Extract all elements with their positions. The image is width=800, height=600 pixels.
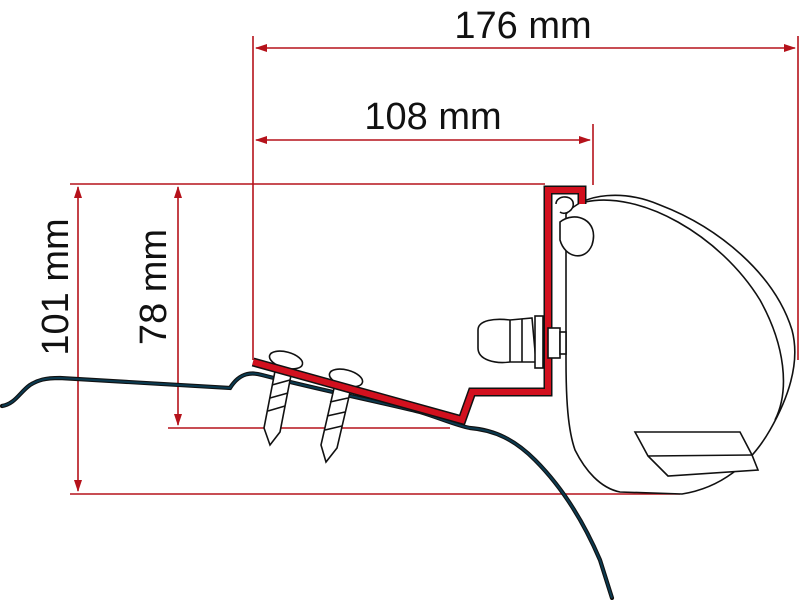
awning-drop-line: [647, 454, 753, 457]
screw-left-thread-3: [267, 405, 286, 412]
bolt-washer: [534, 315, 544, 369]
roof-profile-inner: [1, 372, 613, 599]
dimension-108-label: 108 mm: [364, 96, 501, 138]
adapter-bracket: [251, 185, 587, 426]
roof-profile-outer: [0, 371, 615, 600]
bolt-nut: [547, 327, 561, 359]
screw-right-shank: [320, 383, 352, 464]
dimension-101-label: 101 mm: [35, 218, 77, 355]
screw-right-thread-3: [324, 425, 343, 431]
screw-left-thread-1: [271, 379, 291, 386]
awning-hook-slot: [555, 196, 575, 215]
awning-inner-curve: [584, 199, 785, 421]
awning-housing: [555, 194, 796, 495]
dimension-78-label: 78 mm: [133, 229, 175, 345]
bolt-head: [477, 317, 537, 364]
bolt-nut-face: [559, 331, 567, 355]
screw-right-thread-2: [326, 411, 346, 417]
screw-right-thread-1: [329, 397, 349, 403]
bolt-assembly: [477, 315, 567, 369]
screw-left-thread-2: [269, 392, 289, 399]
awning-hook: [559, 216, 595, 257]
roof-profile: [0, 371, 615, 600]
adapter-bracket-fill: [252, 187, 585, 424]
dimension-176-label: 176 mm: [454, 5, 591, 47]
